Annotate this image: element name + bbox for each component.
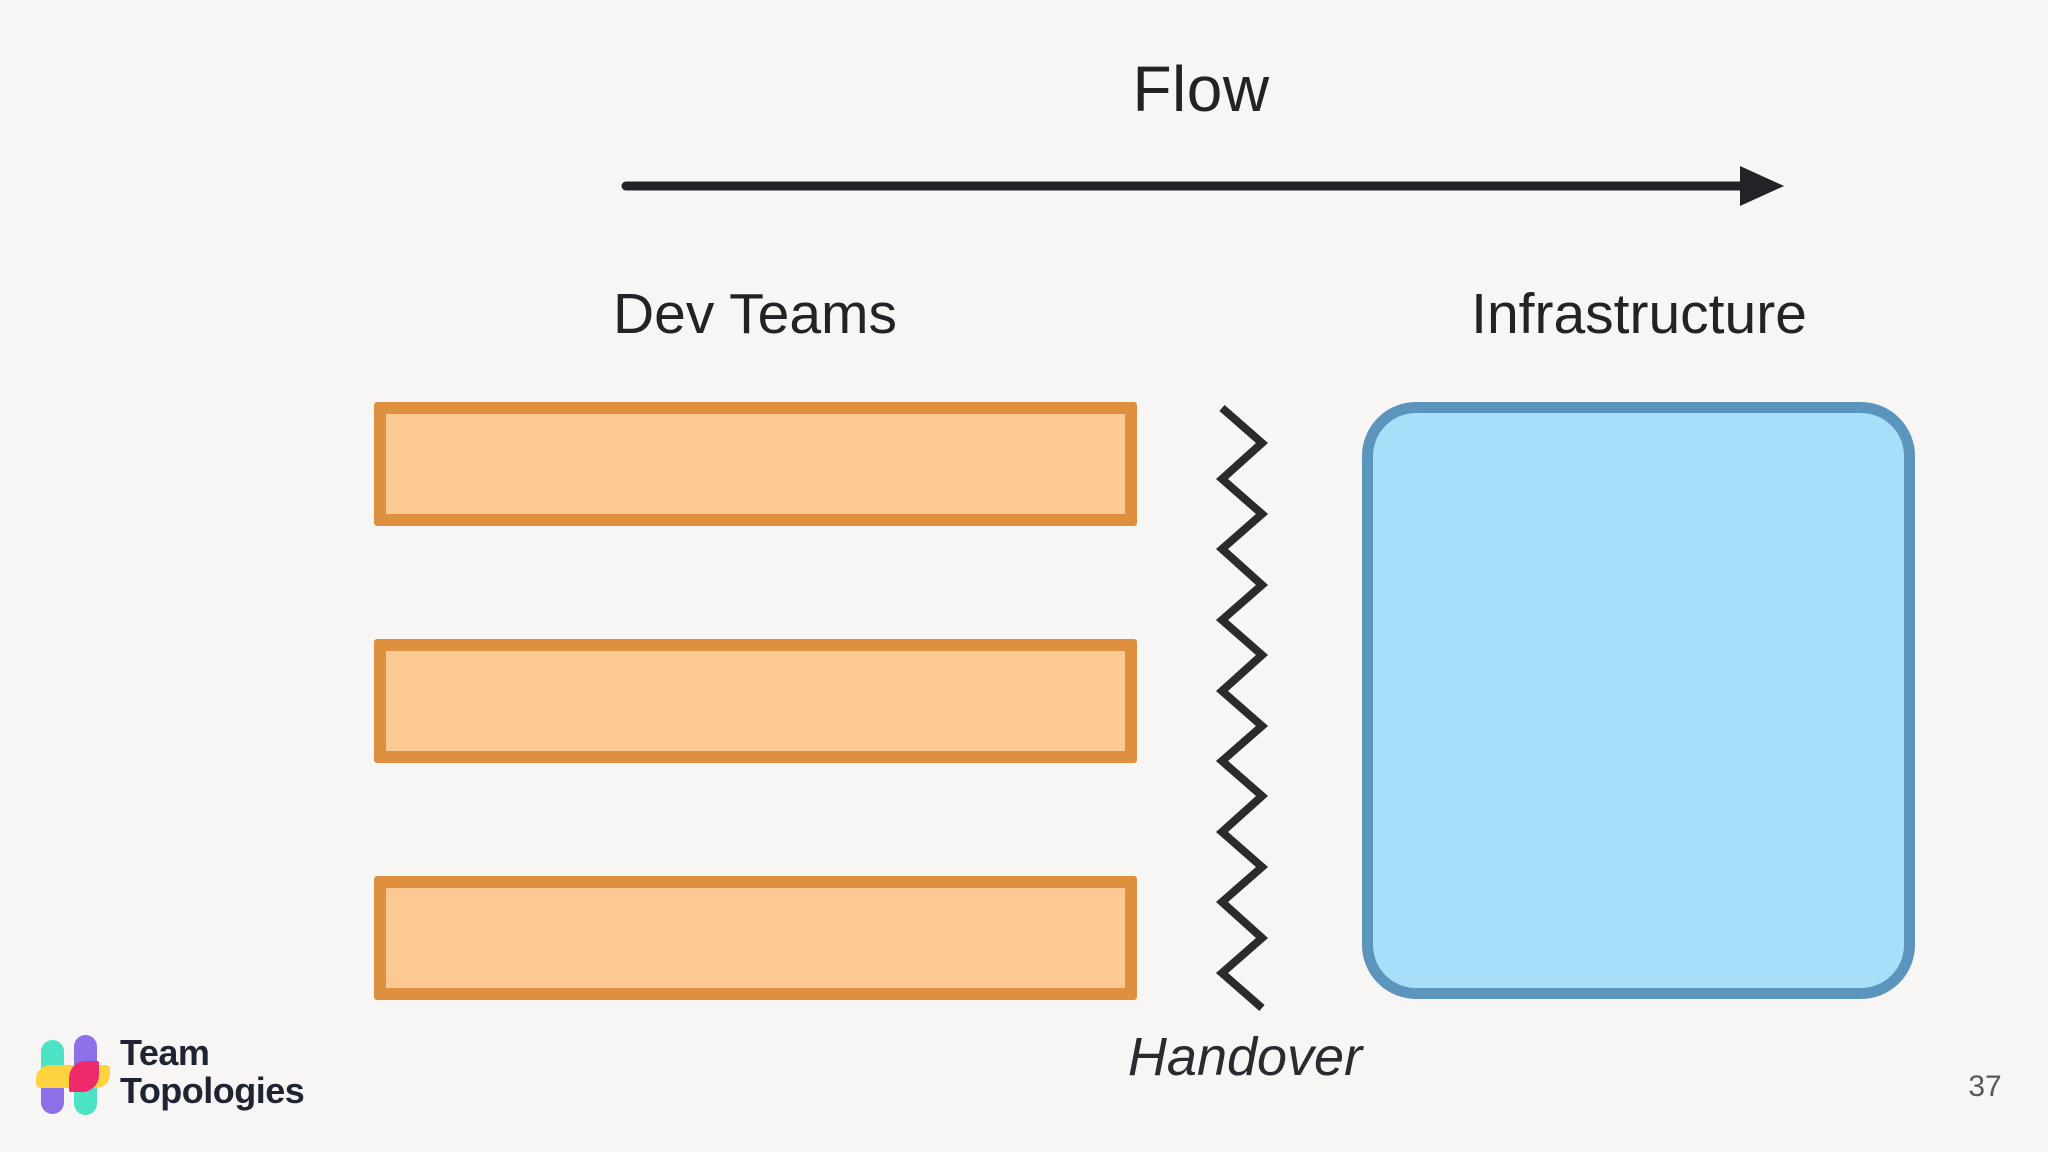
- handover-label: Handover: [1127, 1027, 1363, 1087]
- flow-arrow-icon: [621, 166, 1784, 206]
- infrastructure-label: Infrastructure: [1471, 282, 1807, 346]
- logo-wordmark: Team Topologies: [120, 1032, 305, 1111]
- logo-wordmark-line2: Topologies: [120, 1070, 305, 1111]
- dev-team-bar-2: [374, 639, 1137, 763]
- team-topologies-logo-icon: [36, 1033, 112, 1115]
- logo-wordmark-line1: Team: [120, 1032, 210, 1073]
- page-number: 37: [1968, 1070, 2002, 1103]
- dev-team-bar-3: [374, 876, 1137, 1000]
- dev-team-bar-1: [374, 402, 1137, 526]
- dev-teams-label: Dev Teams: [612, 282, 898, 346]
- logo-leaf-pink: [69, 1061, 99, 1092]
- handover-zigzag-icon: [1215, 404, 1269, 1012]
- flow-title: Flow: [1132, 53, 1270, 125]
- infrastructure-box: [1362, 402, 1915, 999]
